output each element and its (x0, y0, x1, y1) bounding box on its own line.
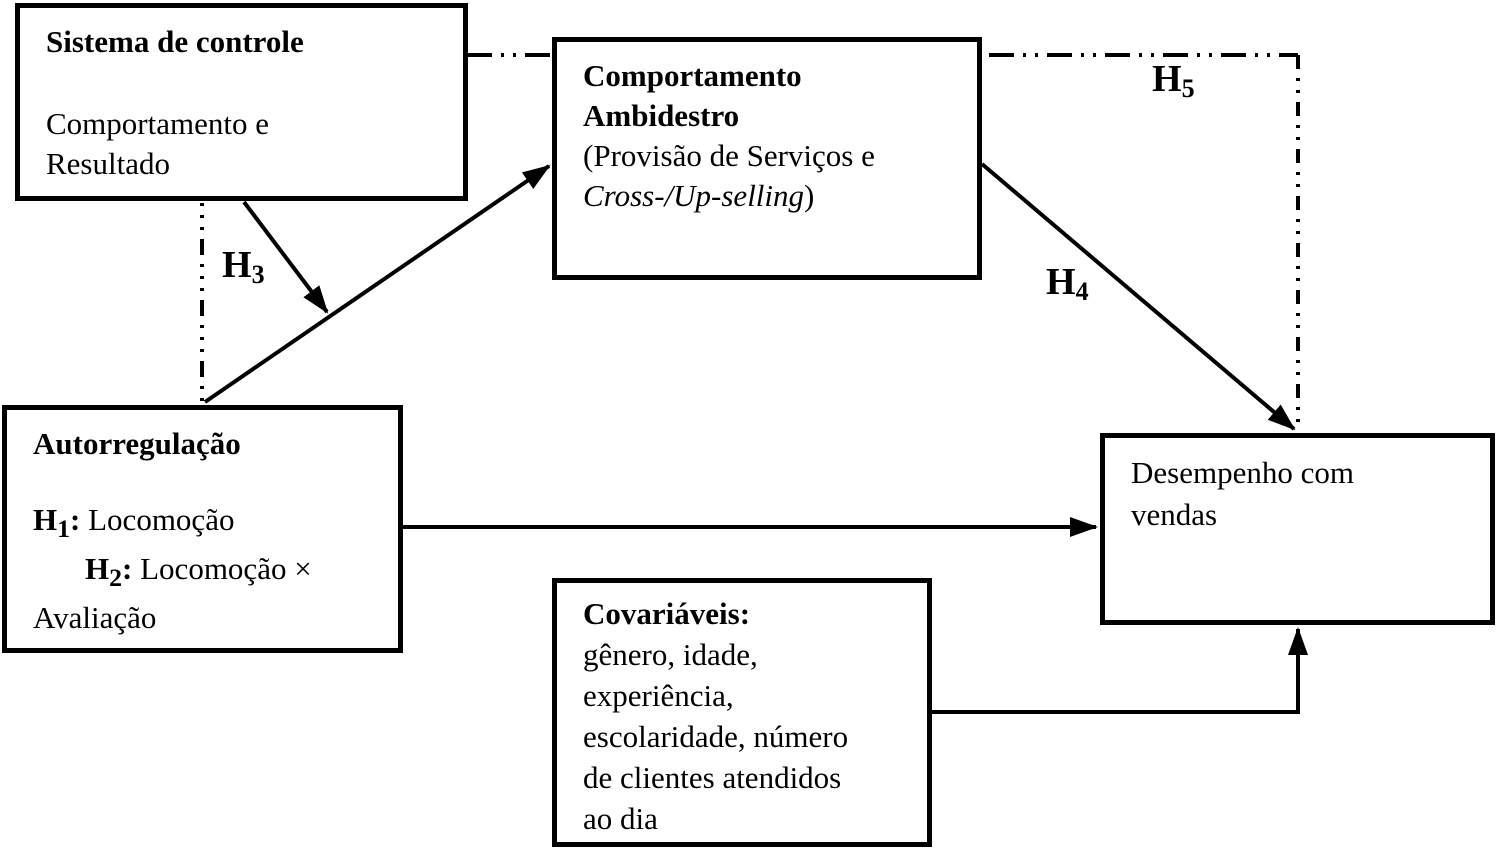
label-h5: H5 (1152, 58, 1195, 103)
comportamento-body-close-paren: ) (804, 178, 815, 213)
spacer (46, 62, 449, 104)
autorregulacao-h2-line: H2: Locomoção × (85, 551, 312, 593)
desempenho-line1: Desempenho com (1131, 455, 1354, 490)
comportamento-title-line1: Comportamento (583, 58, 802, 93)
label-h4: H4 (1046, 261, 1089, 306)
box-covariaveis: Covariáveis: gênero, idade, experiência,… (552, 578, 932, 847)
arrow-covariaveis-to-desempenho (932, 627, 1308, 714)
covariaveis-line1: gênero, idade, (583, 637, 758, 672)
comportamento-body-italic: Cross-/Up-selling (583, 178, 805, 213)
covariaveis-line5: ao dia (583, 801, 658, 836)
autorregulacao-title: Autorregulação (33, 426, 241, 461)
box-desempenho-com-vendas: Desempenho com vendas (1100, 433, 1495, 625)
desempenho-line2: vendas (1131, 497, 1218, 532)
label-h3: H3 (222, 244, 265, 289)
autorregulacao-line3: Avaliação (33, 600, 157, 636)
spacer (33, 464, 384, 500)
arrow-h4-comportamento-to-desempenho (980, 162, 1296, 431)
arrow-autorregulacao-to-comportamento (203, 164, 551, 404)
box-comportamento-ambidestro: Comportamento Ambidestro (Provisão de Se… (552, 37, 982, 280)
comportamento-body-line1: (Provisão de Serviços e (583, 138, 875, 173)
covariaveis-line4: de clientes atendidos (583, 760, 842, 795)
comportamento-title-line2: Ambidestro (583, 98, 740, 133)
covariaveis-title: Covariáveis: (583, 596, 751, 631)
covariaveis-line3: escolaridade, número (583, 719, 849, 754)
comportamento-body-line2: Cross-/Up-selling) (583, 176, 963, 216)
arrow-h3-moderation (242, 200, 329, 314)
sistema-body-line1: Comportamento e (46, 106, 269, 141)
box-autorregulacao: Autorregulação H1: Locomoção H2: Locomoç… (2, 405, 403, 653)
autorregulacao-h1-line: H1: Locomoção (33, 502, 235, 544)
sistema-title: Sistema de controle (46, 24, 304, 59)
box-sistema-de-controle: Sistema de controle Comportamento e Resu… (15, 3, 468, 201)
covariaveis-line2: experiência, (583, 678, 734, 713)
sistema-body-line2: Resultado (46, 146, 170, 181)
